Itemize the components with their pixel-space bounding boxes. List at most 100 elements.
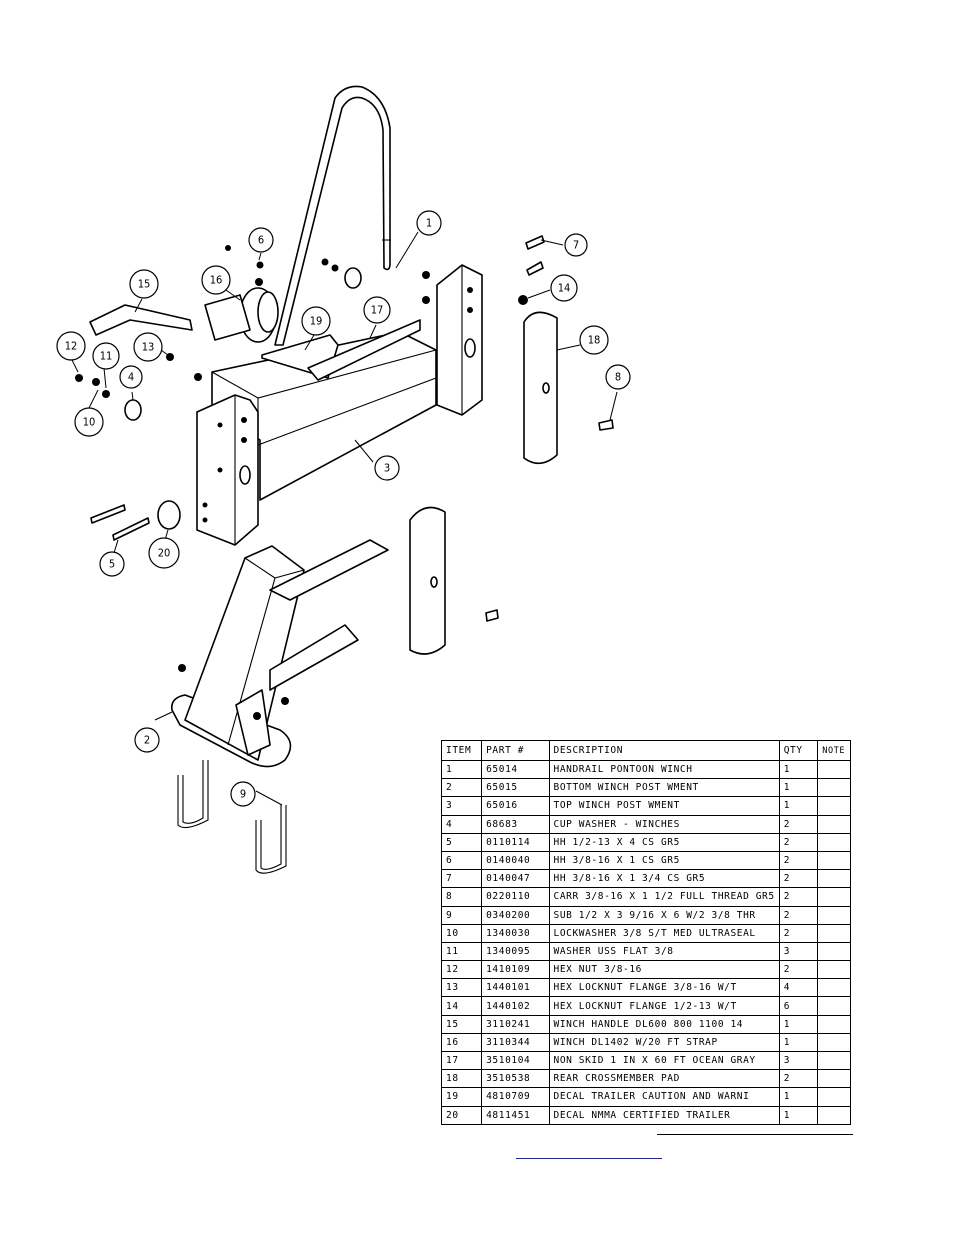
qty-cell: 2 [778, 814, 819, 834]
note-header: NOTE [817, 740, 851, 761]
qty-cell: 4 [778, 978, 819, 998]
item-cell: 9 [440, 905, 483, 925]
callout-7: 7 [564, 233, 588, 257]
part-number-cell: 4810709 [481, 1087, 550, 1107]
item-cell: 5 [440, 832, 483, 852]
part-number-cell: 3510104 [481, 1050, 550, 1071]
note-cell [817, 978, 851, 998]
note-cell [817, 850, 851, 871]
qty-cell: 1 [778, 1105, 819, 1125]
part-number-cell: 3110241 [481, 1014, 550, 1034]
callout-label: 2 [144, 734, 150, 747]
callout-circle [564, 233, 588, 257]
callout-label: 6 [258, 234, 264, 247]
bom-header-row: ITEM PART # DESCRIPTION QTY NOTE [440, 740, 851, 761]
part-number-cell: 1440102 [481, 996, 550, 1016]
qty-cell: 1 [778, 778, 819, 798]
qty-cell: 2 [778, 850, 819, 871]
callout-19: 19 [301, 306, 331, 336]
description-cell: HH 1/2-13 X 4 CS GR5 [548, 832, 780, 852]
description-cell: DECAL NMMA CERTIFIED TRAILER [548, 1105, 780, 1125]
callout-9: 9 [230, 781, 256, 807]
note-cell [817, 796, 851, 816]
callout-circle [363, 296, 391, 324]
note-cell [817, 960, 851, 980]
part-number-cell: 0140047 [481, 869, 550, 889]
callout-circle [248, 227, 274, 253]
part-number-cell: 3110344 [481, 1032, 550, 1053]
bottom-winch-post-part [170, 539, 389, 768]
callout-label: 11 [100, 350, 113, 363]
callout-circle [134, 727, 160, 753]
callout-circle [416, 210, 442, 236]
part-number-cell: 65015 [481, 778, 550, 798]
callout-8: 8 [605, 364, 631, 390]
note-cell [817, 869, 851, 889]
item-cell: 13 [440, 978, 483, 998]
note-cell [817, 996, 851, 1016]
note-cell [817, 1032, 851, 1053]
callout-circle [119, 365, 143, 389]
part-number-cell: 0340200 [481, 905, 550, 925]
callout-5: 5 [99, 551, 125, 577]
description-cell: HH 3/8-16 X 1 CS GR5 [548, 850, 780, 871]
callout-label: 1 [426, 217, 432, 230]
callout-circle [92, 342, 120, 370]
callout-label: 9 [240, 788, 246, 801]
description-cell: HH 3/8-16 X 1 3/4 CS GR5 [548, 869, 780, 889]
qty-header: QTY [778, 740, 819, 761]
callout-label: 19 [310, 315, 323, 328]
description-cell: WASHER USS FLAT 3/8 [548, 941, 780, 962]
item-cell: 2 [440, 778, 483, 798]
qty-cell: 1 [778, 1032, 819, 1053]
callout-2: 2 [134, 727, 160, 753]
qty-cell: 2 [778, 960, 819, 980]
note-cell [817, 759, 851, 780]
winch-part [204, 245, 279, 343]
callout-label: 15 [138, 278, 151, 291]
part-number-cell: 1410109 [481, 960, 550, 980]
callout-14: 14 [550, 274, 578, 302]
qty-cell: 2 [778, 1069, 819, 1089]
callout-13: 13 [133, 332, 163, 362]
description-cell: REAR CROSSMEMBER PAD [548, 1069, 780, 1089]
callout-circle [374, 455, 400, 481]
part-number-cell: 65016 [481, 796, 550, 816]
callout-circle [99, 551, 125, 577]
part-number-cell: 1340030 [481, 923, 550, 943]
item-cell: 1 [440, 759, 483, 780]
description-header: DESCRIPTION [548, 740, 780, 761]
description-cell: HEX LOCKNUT FLANGE 1/2-13 W/T [548, 996, 780, 1016]
item-cell: 4 [440, 814, 483, 834]
part-number-cell: 65014 [481, 759, 550, 780]
description-cell: HEX LOCKNUT FLANGE 3/8-16 W/T [548, 978, 780, 998]
handrail-part [274, 85, 391, 346]
callout-15: 15 [129, 269, 159, 299]
callout-label: 20 [158, 547, 171, 560]
item-cell: 10 [440, 923, 483, 943]
qty-cell: 2 [778, 869, 819, 889]
callout-10: 10 [74, 407, 104, 437]
description-cell: DECAL TRAILER CAUTION AND WARNI [548, 1087, 780, 1107]
item-cell: 20 [440, 1105, 483, 1125]
callout-1: 1 [416, 210, 442, 236]
qty-cell: 1 [778, 1087, 819, 1107]
callout-3: 3 [374, 455, 400, 481]
link-underline[interactable] [516, 1158, 662, 1159]
callout-circle [550, 274, 578, 302]
description-cell: HANDRAIL PONTOON WINCH [548, 759, 780, 780]
u-bolt-part [177, 760, 287, 874]
callout-circle [201, 265, 231, 295]
